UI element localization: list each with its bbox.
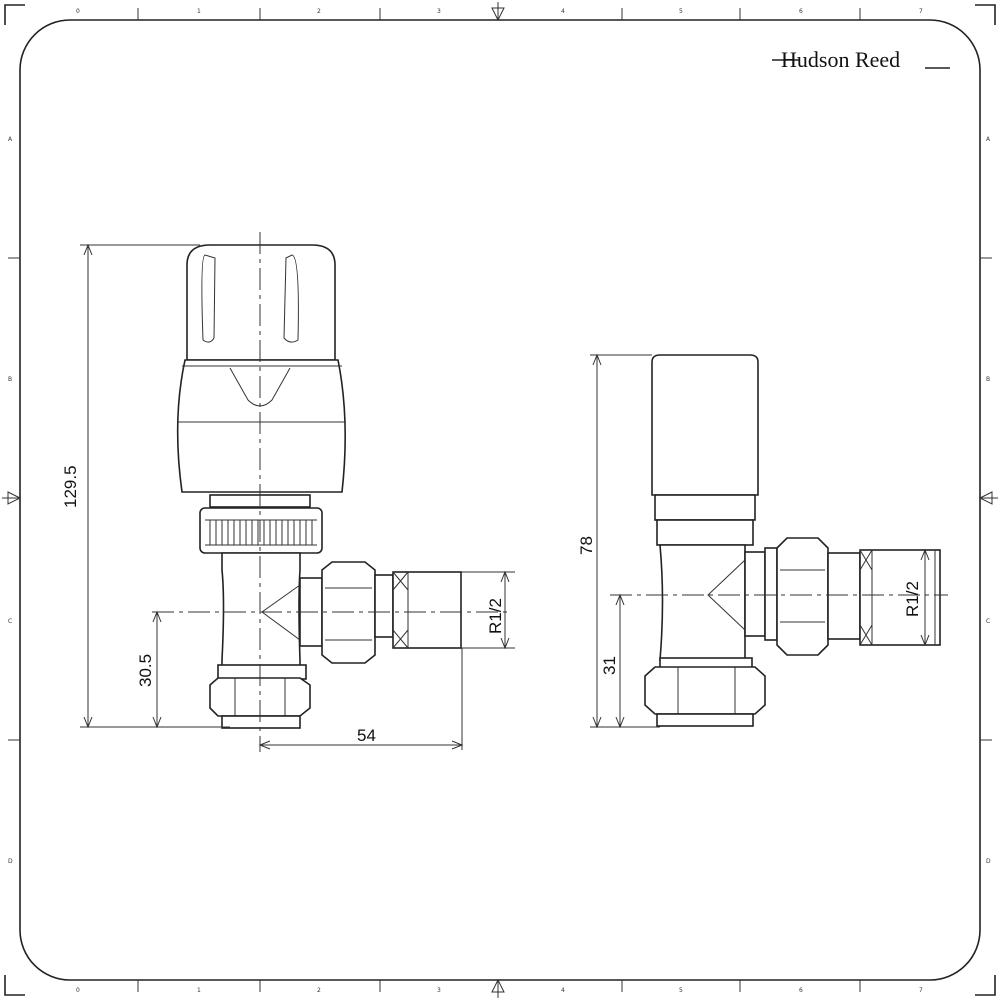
hudson-reed-logo: Hudson Reed bbox=[772, 47, 950, 72]
column-label: 5 bbox=[679, 987, 683, 994]
manual-dimensions: 78 31 R1/2 bbox=[577, 353, 930, 729]
height-dimension-label: 78 bbox=[577, 536, 596, 555]
row-label: C bbox=[8, 618, 12, 625]
column-label: 4 bbox=[561, 8, 565, 15]
column-label: 2 bbox=[317, 8, 321, 15]
row-label: B bbox=[986, 376, 990, 383]
center-height-dimension-label: 30.5 bbox=[136, 654, 155, 687]
thermostatic-dimensions: 129.5 30.5 54 R1/2 bbox=[61, 243, 515, 750]
manual-valve-drawing bbox=[610, 354, 948, 727]
thread-size-label: R1/2 bbox=[486, 598, 505, 634]
column-label: 5 bbox=[679, 8, 683, 15]
column-label: 6 bbox=[799, 987, 803, 994]
row-label: B bbox=[8, 376, 12, 383]
row-label: A bbox=[8, 136, 13, 143]
row-label: D bbox=[8, 858, 13, 865]
column-labels-bottom: 0 1 2 3 4 5 6 7 bbox=[76, 987, 923, 994]
column-label: 0 bbox=[76, 8, 80, 15]
column-label: 1 bbox=[197, 987, 201, 994]
column-label: 1 bbox=[197, 8, 201, 15]
height-dimension-label: 129.5 bbox=[61, 465, 80, 508]
column-label: 7 bbox=[919, 987, 923, 994]
thread-size-label: R1/2 bbox=[903, 581, 922, 617]
row-labels-right: A B C D bbox=[986, 136, 991, 865]
outlet-length-dimension-label: 54 bbox=[357, 726, 376, 745]
column-label: 2 bbox=[317, 987, 321, 994]
center-height-dimension-label: 31 bbox=[600, 656, 619, 675]
thermostatic-valve-drawing bbox=[152, 232, 510, 752]
row-label: A bbox=[986, 136, 991, 143]
column-label: 7 bbox=[919, 8, 923, 15]
column-label: 4 bbox=[561, 987, 565, 994]
row-label: D bbox=[986, 858, 991, 865]
logo-text: Hudson Reed bbox=[781, 47, 900, 72]
column-label: 3 bbox=[437, 987, 441, 994]
column-label: 3 bbox=[437, 8, 441, 15]
column-label: 0 bbox=[76, 987, 80, 994]
column-label: 6 bbox=[799, 8, 803, 15]
row-labels-left: A B C D bbox=[8, 136, 13, 865]
column-labels-top: 0 1 2 3 4 5 6 7 bbox=[76, 8, 923, 15]
row-label: C bbox=[986, 618, 990, 625]
